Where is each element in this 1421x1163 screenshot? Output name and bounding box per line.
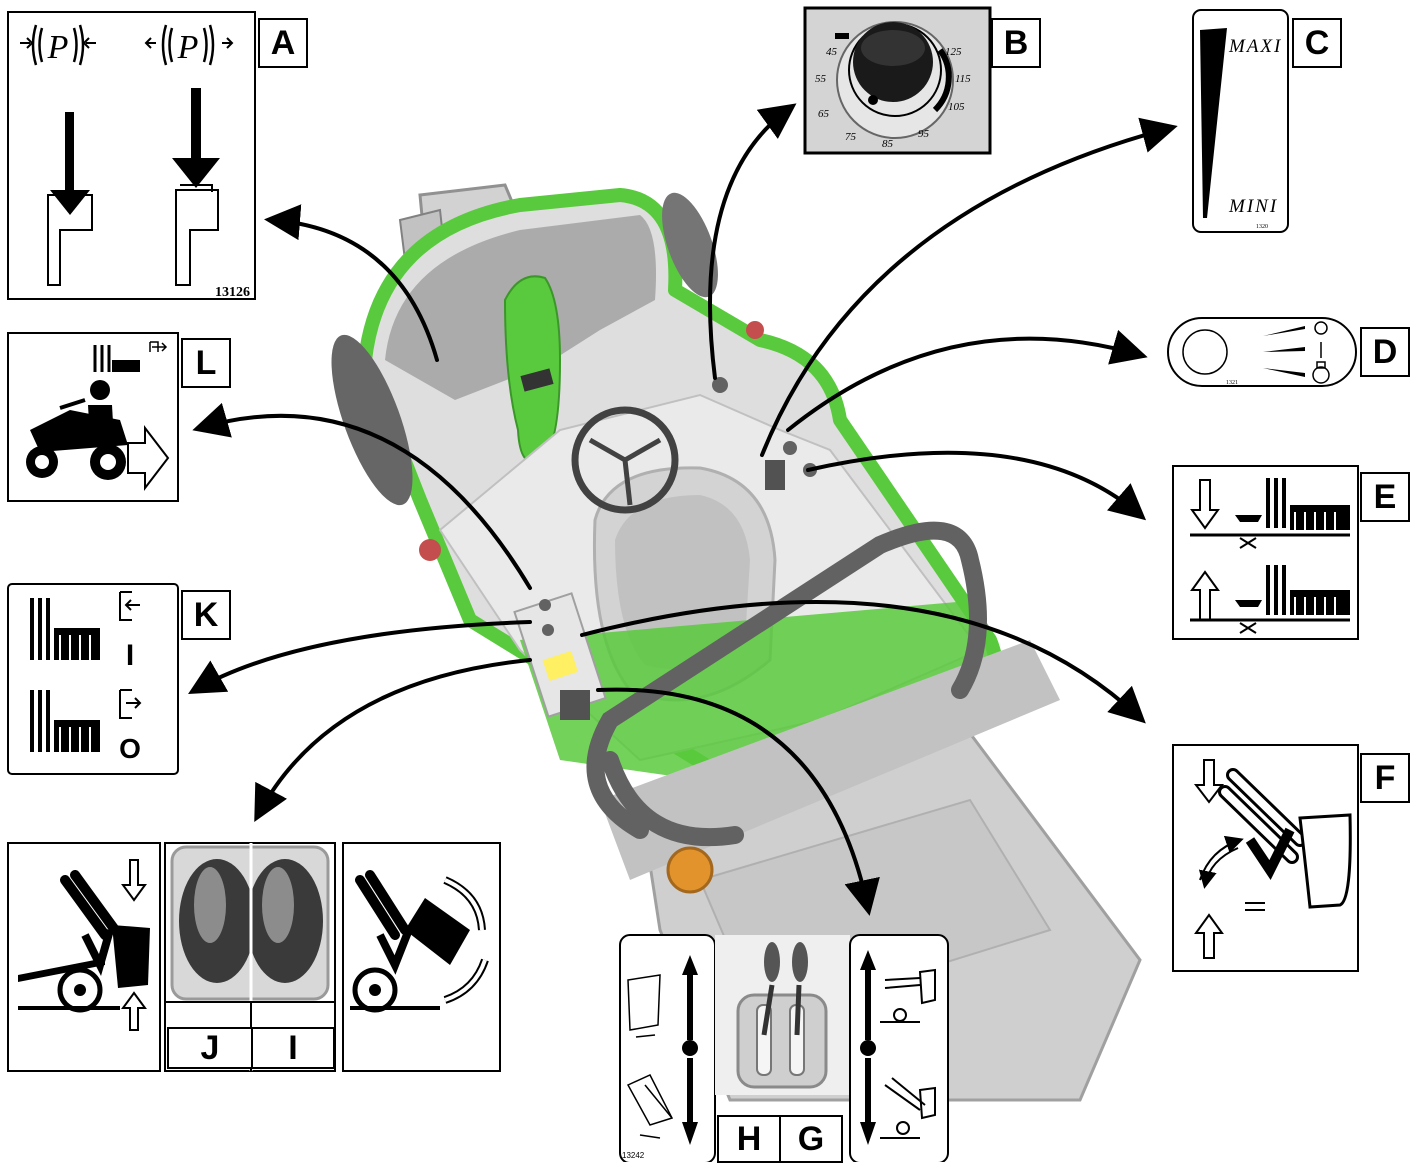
dial-75: 75	[845, 131, 857, 143]
arrow-to-a	[264, 204, 439, 362]
label-i: I	[251, 1027, 335, 1069]
label-e: E	[1360, 472, 1410, 522]
panel-k-on: I	[126, 639, 134, 672]
arrow-to-g	[596, 687, 880, 916]
panel-c-code: 1320	[1256, 224, 1268, 230]
label-b: B	[991, 18, 1041, 68]
panel-d: 1321	[1167, 317, 1357, 387]
panel-a: P P 13126	[7, 11, 256, 300]
park-symbol-right: P	[177, 29, 199, 66]
label-c: C	[1292, 18, 1342, 68]
panel-f	[1172, 744, 1359, 972]
panel-l	[7, 332, 179, 502]
mower-illustration	[331, 183, 1142, 1102]
panel-h-symbol: 13242	[619, 934, 716, 1162]
panel-a-code: 13126	[215, 285, 250, 300]
arrow-to-b	[708, 103, 797, 380]
arrow-to-l	[192, 402, 532, 590]
label-l: L	[181, 338, 231, 388]
dial-125: 125	[945, 46, 962, 58]
label-h: H	[717, 1115, 781, 1163]
panel-e	[1172, 465, 1359, 640]
dial-115: 115	[955, 73, 971, 85]
arrow-to-j	[254, 658, 532, 823]
park-symbol-left: P	[47, 29, 69, 66]
panel-j-symbol	[7, 842, 161, 1072]
label-f: F	[1360, 753, 1410, 803]
dial-85: 85	[882, 138, 894, 150]
dial-55: 55	[815, 73, 827, 85]
dial-95: 95	[918, 128, 930, 140]
label-k: K	[181, 590, 231, 640]
panel-i-symbol	[342, 842, 501, 1072]
panel-h-code: 13242	[622, 1151, 645, 1160]
label-a: A	[258, 18, 308, 68]
arrow-to-e	[806, 450, 1147, 521]
dial-105: 105	[948, 101, 965, 113]
callout-arrows	[188, 103, 1178, 916]
panel-k-off: O	[119, 733, 141, 764]
dial-65: 65	[818, 108, 830, 120]
joystick-photo	[715, 935, 850, 1095]
panel-c-max: MAXI	[1228, 36, 1282, 57]
panel-d-code: 1321	[1226, 380, 1238, 386]
arrow-to-d	[786, 329, 1148, 432]
panel-g-symbol	[849, 934, 949, 1162]
arrow-to-k	[188, 620, 532, 694]
label-d: D	[1360, 327, 1410, 377]
panel-c: MAXI MINI 1320	[1192, 9, 1289, 233]
panel-k: I O	[7, 583, 179, 775]
arrow-to-c	[760, 117, 1178, 457]
arrow-to-f	[580, 599, 1146, 724]
label-g: G	[779, 1115, 843, 1163]
panel-c-min: MINI	[1228, 196, 1278, 217]
panel-b: 45 55 65 75 85 95 105 115 125	[803, 6, 992, 155]
dial-45: 45	[826, 46, 838, 58]
label-j: J	[167, 1027, 253, 1069]
